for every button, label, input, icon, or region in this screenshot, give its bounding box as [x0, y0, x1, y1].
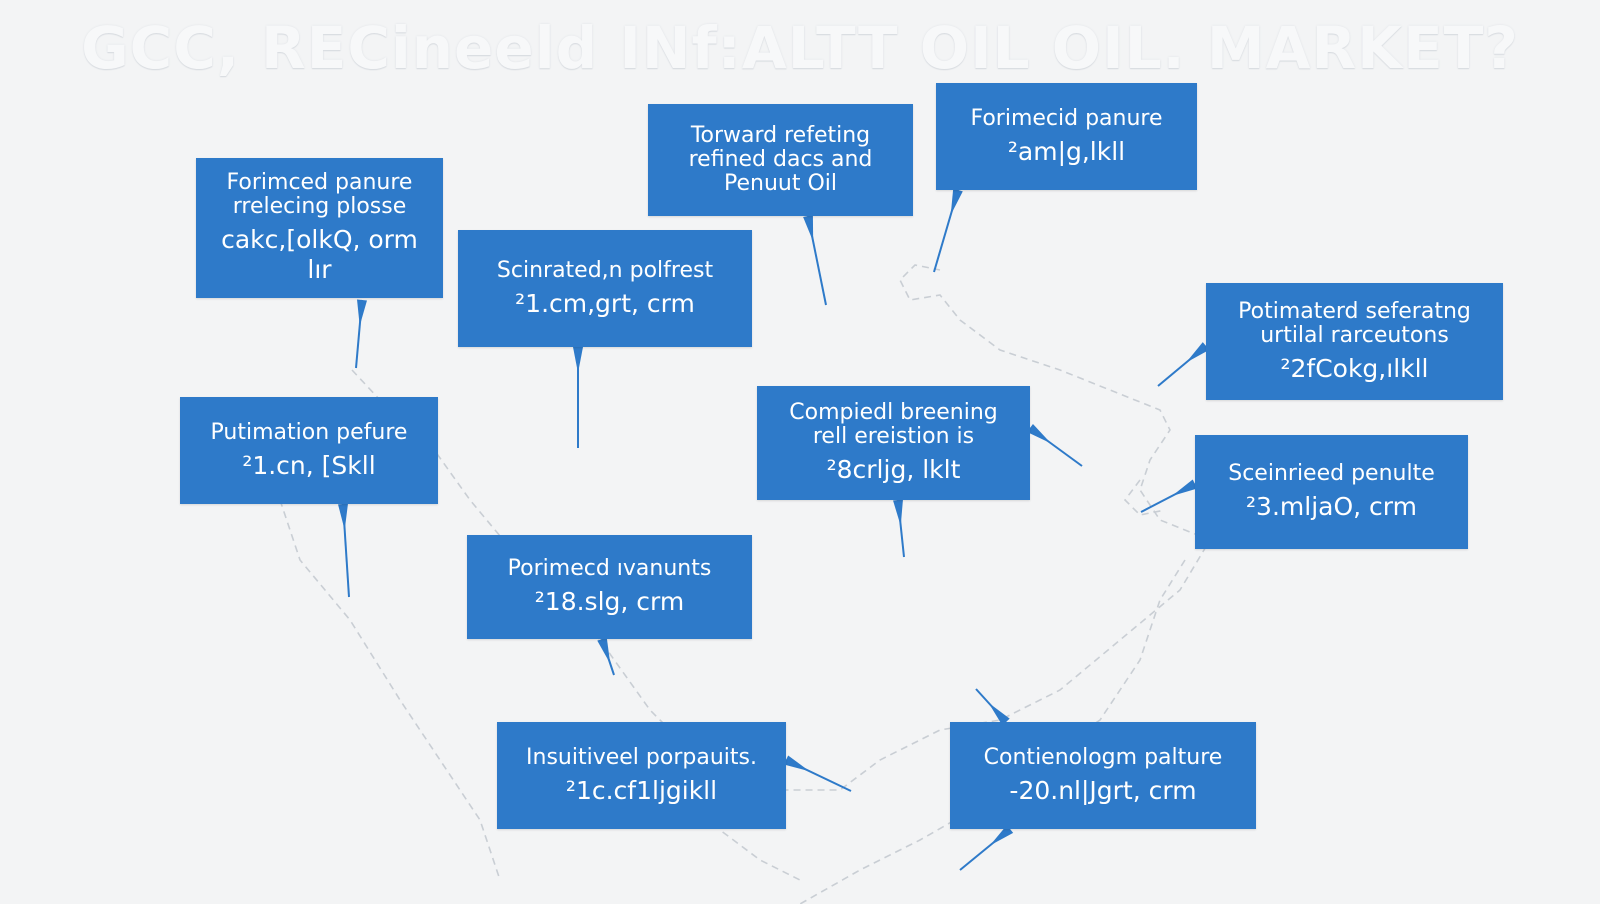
callout-value: cakc,[olkQ, orm	[221, 225, 418, 254]
callout-label: Forimced panure	[226, 170, 413, 195]
connector-pointer-3	[950, 188, 963, 215]
callout-label: Sceinrieed penulte	[1228, 461, 1435, 486]
callout-label: Torward refeting	[690, 123, 871, 148]
connector-pointer-10	[783, 755, 810, 772]
connector-pointer-2	[803, 215, 814, 242]
connector-pointer-11-b	[989, 825, 1014, 846]
callout-box-4: Scinrated,n polfrest ²1.cm,grt, crm	[458, 230, 752, 347]
callout-label: rell ereistion is	[812, 424, 975, 449]
callout-box-10: Insuitiveel porpauits. ²1c.cf1ljgikll	[497, 722, 786, 829]
callout-value: -20.nl|Jgrt, crm	[1009, 775, 1197, 805]
callout-box-8: Sceinrieed penulte ²3.mljaO, crm	[1195, 435, 1468, 549]
callout-label: Penuut Oil	[723, 171, 837, 196]
diagram-title: GCC, RECineeld INf:ALTT OIL OIL. MARKET?	[81, 14, 1519, 82]
callout-label: rrelecing plosse	[232, 194, 407, 219]
callout-label: Putimation pefure	[210, 419, 408, 445]
callout-label: Scinrated,n polfrest	[496, 257, 714, 283]
callout-value: ²1c.cf1ljgikll	[565, 775, 718, 805]
callout-value: ²am|g,lkll	[1007, 136, 1126, 166]
callout-box-6: Putimation pefure ²1.cn, [Skll	[180, 397, 438, 504]
connector-pointer-1	[357, 299, 367, 326]
callout-label: Insuitiveel porpauits.	[526, 744, 757, 770]
callout-label: refined dacs and	[688, 147, 873, 172]
callout-value: ²8crljg, lklt	[826, 455, 961, 484]
callout-value: ²18.slg, crm	[534, 587, 685, 616]
callout-label: Compiedl breening	[789, 400, 998, 425]
connector-pointer-7	[1027, 423, 1051, 444]
callout-value: ²1.cn, [Skll	[242, 450, 376, 480]
connector-pointer-6	[338, 503, 348, 530]
connector-pointer-7-b	[893, 499, 903, 526]
callout-box-9: Porimecd ıvanunts ²18.slg, crm	[467, 535, 752, 639]
callout-value: ²2fCokg,ılkll	[1280, 353, 1429, 383]
callout-value: ²3.mljaO, crm	[1246, 492, 1417, 521]
callout-label: Forimecid panure	[970, 105, 1163, 131]
callout-box-11: Contienologm palture -20.nl|Jgrt, crm	[950, 722, 1256, 829]
connector-pointer-9	[597, 637, 611, 664]
connector-pointer-8	[1171, 479, 1198, 496]
callout-label: Porimecd ıvanunts	[507, 556, 712, 581]
connector-lines	[338, 188, 1210, 871]
callout-value: ²1.cm,grt, crm	[515, 288, 695, 318]
connector-pointer-5	[1186, 342, 1210, 363]
connector-pointer-4	[573, 347, 583, 373]
callout-value: lır	[307, 255, 332, 284]
callout-label: urtilal rarceutons	[1260, 322, 1449, 348]
callout-box-3: Forimecid panure ²am|g,lkll	[936, 83, 1197, 190]
connector-pointer-11	[988, 702, 1010, 726]
callout-label: Potimaterd seferatng	[1238, 298, 1471, 324]
callout-label: Contienologm palture	[983, 744, 1223, 770]
